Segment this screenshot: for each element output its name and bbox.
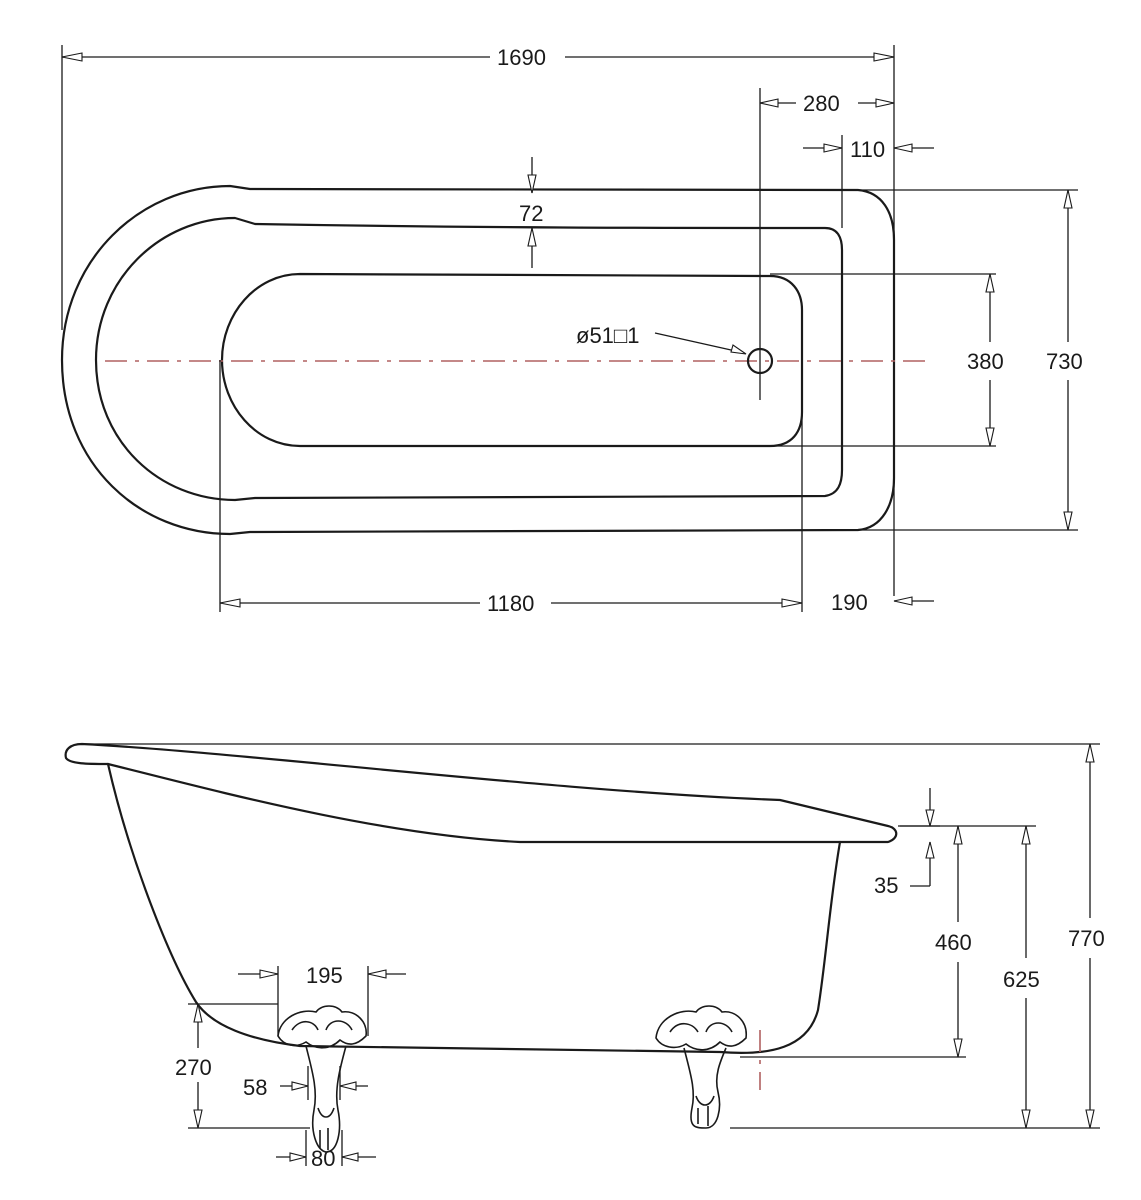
overall-width-label: 730	[1046, 349, 1083, 374]
foot-height-label: 270	[175, 1055, 212, 1080]
interior-depth-label: 460	[935, 930, 972, 955]
foot-base-label: 80	[311, 1146, 335, 1171]
rim-width-label: 72	[519, 201, 543, 226]
end-margin-label: 190	[831, 590, 868, 615]
foot-spacing-label: 195	[306, 963, 343, 988]
tub-side-body	[106, 762, 842, 1055]
foot-width-label: 58	[243, 1075, 267, 1100]
right-claw-foot-icon	[655, 1005, 747, 1129]
tub-inner-rim	[94, 216, 844, 502]
overall-height-label: 770	[1068, 926, 1105, 951]
rim-height-label: 625	[1003, 967, 1040, 992]
end-offset-label: 110	[850, 137, 885, 162]
plan-view: ø51□1 1690 280 110 72	[60, 45, 1083, 616]
drain-leader	[654, 332, 741, 353]
tub-outer-outline	[60, 184, 896, 536]
interior-length-label: 1180	[487, 591, 534, 616]
rim-thickness-label: 35	[874, 873, 898, 898]
tub-basin	[220, 272, 804, 448]
drain-offset-label: 280	[803, 91, 840, 116]
side-view: 35 460 625 770 195	[64, 742, 1105, 1171]
tub-side-rim	[64, 742, 898, 844]
interior-width-label: 380	[967, 349, 1004, 374]
left-claw-foot-icon	[277, 1005, 367, 1153]
overall-length-label: 1690	[497, 45, 546, 70]
drain-size-label: ø51□1	[576, 323, 639, 348]
